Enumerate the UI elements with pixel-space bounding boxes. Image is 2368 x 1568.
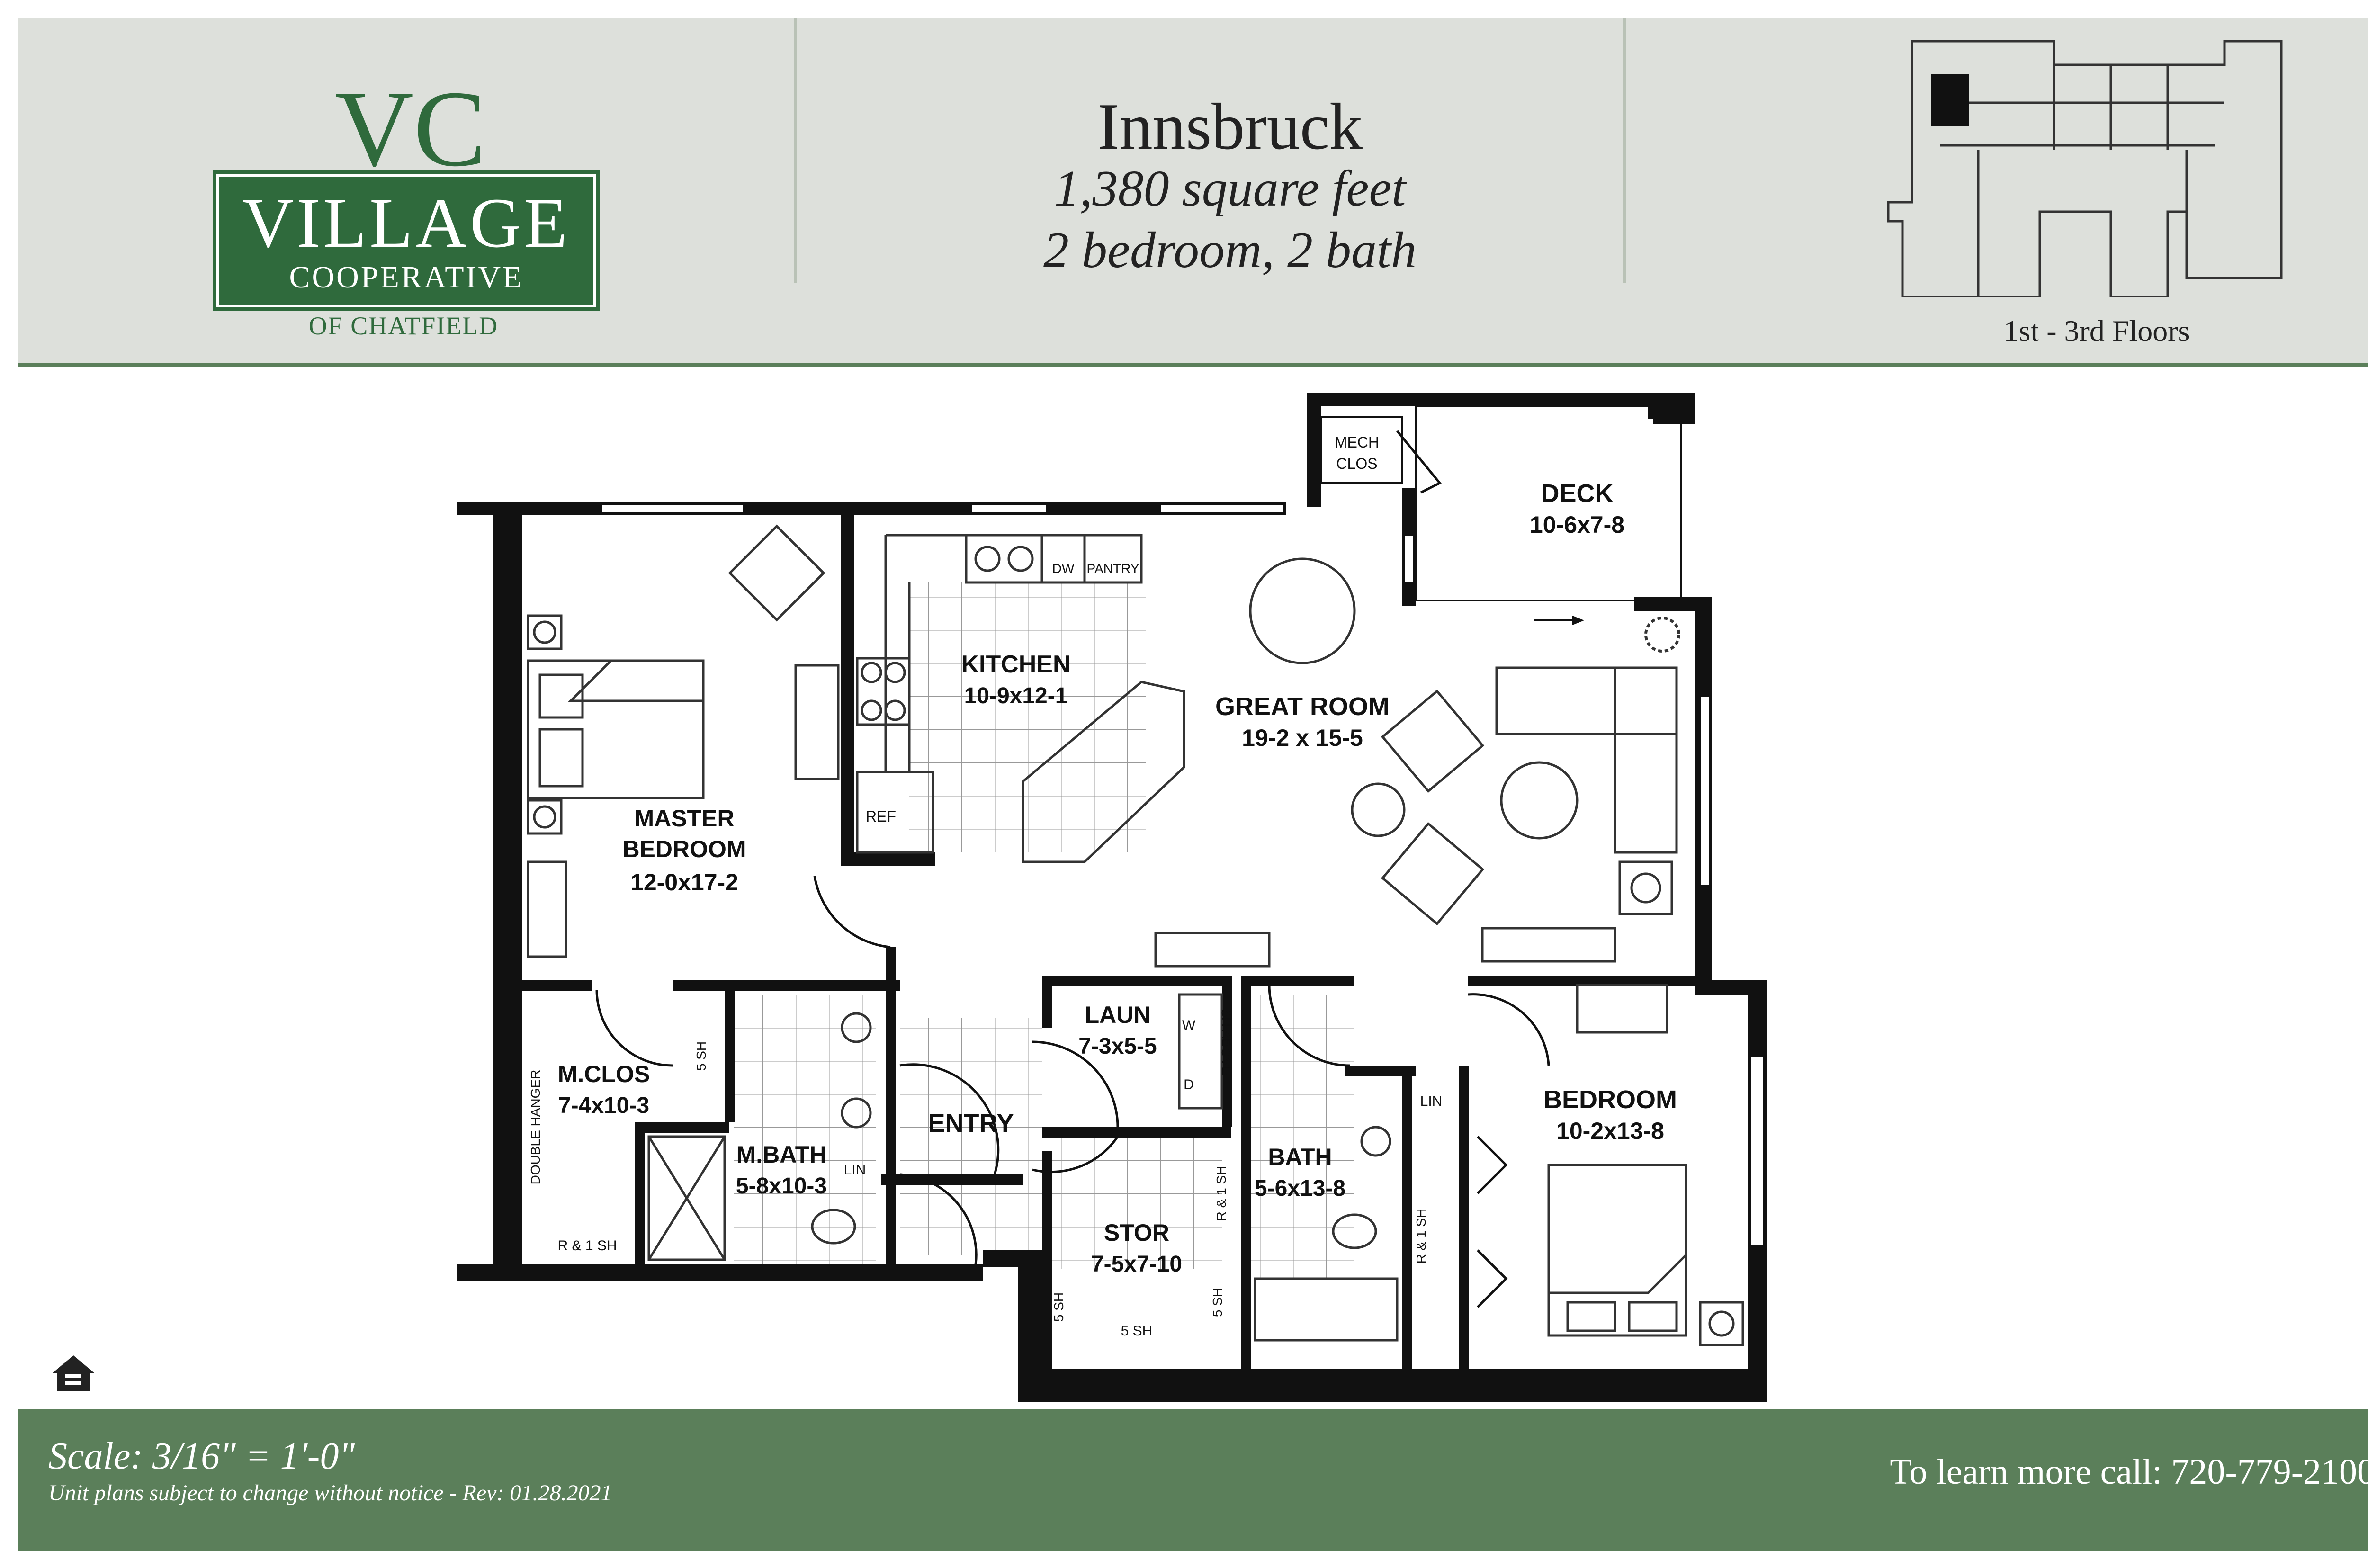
furniture <box>527 524 1744 1346</box>
dishwasher-label: DW <box>1052 561 1075 576</box>
header-divider <box>1623 18 1626 283</box>
plant-icon <box>1644 617 1680 653</box>
deck-area <box>1320 400 1695 625</box>
stor-rod-shelf-label: R & 1 SH <box>1214 1166 1229 1221</box>
windows <box>601 503 1765 1246</box>
bedroom-dims: 10-2x13-8 <box>1556 1118 1664 1144</box>
m-clos-shelf-label: 5 SH <box>694 1041 709 1071</box>
plan-scale: Scale: 3/16" = 1'-0" <box>48 1435 355 1477</box>
kitchen-label: KITCHEN <box>961 651 1070 678</box>
tile-floors <box>734 582 1354 1279</box>
disclaimer: Unit plans subject to change without not… <box>48 1480 612 1505</box>
equal-housing-icon <box>52 1355 95 1391</box>
village-cooperative-logo: VC VILLAGE COOPERATIVE OF CHATFIELD <box>216 74 605 344</box>
refrigerator-label: REF <box>866 808 896 825</box>
m-bath-dims: 5-8x10-3 <box>736 1174 827 1199</box>
header-band: VC VILLAGE COOPERATIVE OF CHATFIELD Inns… <box>18 18 2368 367</box>
kitchen-dims: 10-9x12-1 <box>964 683 1068 708</box>
logo-brand-sub: COOPERATIVE <box>289 260 524 295</box>
double-hanger-label: DOUBLE HANGER <box>528 1070 543 1185</box>
master-bedroom-dims: 12-0x17-2 <box>630 869 738 896</box>
unit-square-feet: 1,380 square feet <box>1054 161 1406 217</box>
stor-shelf-right-label: 5 SH <box>1210 1288 1225 1317</box>
stor-dims: 7-5x7-10 <box>1091 1252 1182 1277</box>
deck-label: DECK <box>1541 479 1613 508</box>
master-bedroom-label-2: BEDROOM <box>622 836 746 862</box>
unit-title: Innsbruck <box>1097 90 1363 163</box>
bath-dims: 5-6x13-8 <box>1255 1176 1345 1201</box>
m-clos-rod-shelf-label: R & 1 SH <box>557 1238 617 1254</box>
unit-bed-bath: 2 bedroom, 2 bath <box>1043 222 1417 278</box>
exterior-walls <box>457 393 1767 1402</box>
bedroom-linen-label: LIN <box>1420 1093 1443 1109</box>
washer-label: W <box>1182 1018 1196 1033</box>
master-bedroom-label: MASTER <box>634 805 734 832</box>
interior-walls <box>521 515 1705 1378</box>
m-clos-label: M.CLOS <box>558 1061 650 1087</box>
bedroom-rod-shelf-label: R & 1 SH <box>1414 1209 1428 1264</box>
building-key-plan <box>1887 40 2283 297</box>
stor-shelf-bottom-label: 5 SH <box>1121 1323 1153 1339</box>
logo-brand: VILLAGE <box>242 184 570 262</box>
m-bath-linen-label: LIN <box>844 1162 866 1178</box>
deck-dims: 10-6x7-8 <box>1530 511 1624 538</box>
pantry-label: PANTRY <box>1087 561 1139 576</box>
doors <box>595 430 1550 1308</box>
great-room-label: GREAT ROOM <box>1215 692 1390 721</box>
mech-clos-label-2: CLOS <box>1336 455 1377 472</box>
header-divider <box>794 18 797 283</box>
bath-label: BATH <box>1268 1144 1332 1170</box>
dryer-label: D <box>1184 1077 1194 1093</box>
m-bath-label: M.BATH <box>736 1141 827 1168</box>
shelf-above-label: SH ABOVE <box>1219 1008 1234 1075</box>
logo-lockup: VILLAGE COOPERATIVE <box>216 174 596 307</box>
mech-clos-label: MECH <box>1335 434 1379 451</box>
key-plan-unit-highlight <box>1931 74 1969 126</box>
footer-band: Scale: 3/16" = 1'-0" Unit plans subject … <box>18 1409 2368 1551</box>
great-room-dims: 19-2 x 15-5 <box>1242 725 1363 751</box>
contact-phone[interactable]: To learn more call: 720-779-2100 <box>1890 1452 2368 1492</box>
floor-range: 1st - 3rd Floors <box>2003 314 2190 348</box>
laun-dims: 7-3x5-5 <box>1078 1034 1157 1059</box>
m-clos-dims: 7-4x10-3 <box>558 1093 649 1118</box>
stor-shelf-left-label: 5 SH <box>1051 1292 1066 1322</box>
stor-label: STOR <box>1104 1219 1169 1246</box>
bedroom-label: BEDROOM <box>1543 1085 1677 1114</box>
logo-place: OF CHATFIELD <box>308 312 499 340</box>
laun-label: LAUN <box>1085 1002 1151 1028</box>
entry-label: ENTRY <box>928 1109 1014 1138</box>
